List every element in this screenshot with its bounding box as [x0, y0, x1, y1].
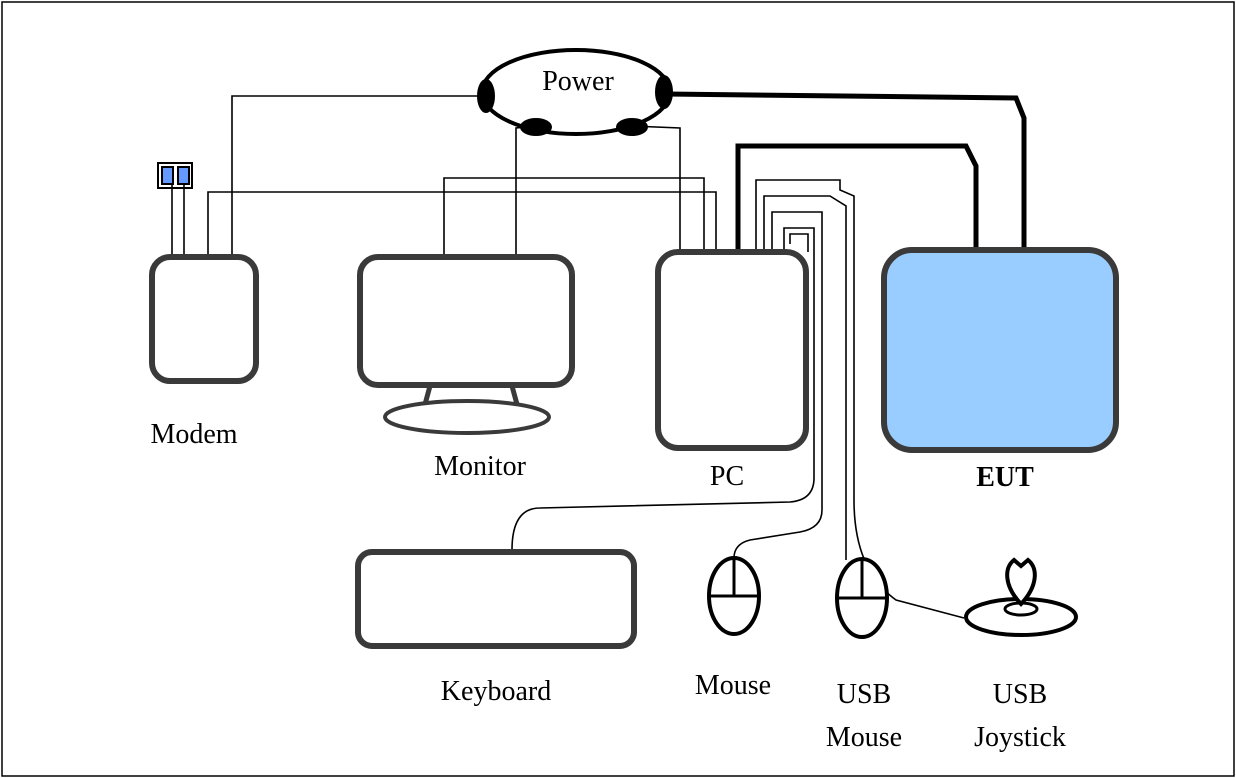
cable-pc-mouse: [733, 211, 823, 559]
monitor-screen: [357, 254, 575, 388]
usb-joystick-label-line2: Joystick: [974, 722, 1066, 753]
keyboard-box: [355, 549, 637, 649]
cable-pc-eut: [735, 143, 979, 252]
pc-label: PC: [710, 461, 744, 492]
power-plug-right: [655, 75, 673, 109]
eut-box: [881, 247, 1119, 453]
cable-monitor-pc: [443, 177, 705, 256]
power-plug-pc: [616, 118, 648, 136]
phone-jack-frame: [157, 162, 193, 189]
power-label: Power: [542, 66, 614, 97]
monitor-stand: [383, 399, 551, 435]
cable-power-pc: [631, 125, 681, 256]
phone-jack-2: [177, 166, 190, 185]
cable-pc-keyboard-loop: [789, 233, 809, 252]
modem-label: Modem: [150, 419, 237, 450]
pc-box: [655, 249, 809, 451]
cable-pc-keyboard: [511, 227, 815, 551]
cable-modem-pc: [207, 191, 717, 258]
eut-label: EUT: [976, 462, 1034, 493]
mouse-buttons: [709, 558, 759, 598]
power-plug-left: [477, 79, 495, 113]
keyboard-label: Keyboard: [441, 676, 551, 707]
usb-joystick-label-line1: USB: [993, 679, 1047, 710]
mouse-label: Mouse: [695, 670, 771, 701]
cable-power-modem: [231, 95, 484, 258]
usb-mouse-label-line2: Mouse: [826, 722, 902, 753]
usb-mouse-label-line1: USB: [837, 679, 891, 710]
power-plug-monitor: [520, 118, 552, 136]
usb-mouse-buttons: [837, 560, 887, 600]
modem-box: [149, 254, 259, 384]
cable-pc-usb-mouse: [763, 195, 847, 560]
cable-power-monitor: [515, 125, 537, 256]
cable-power-eut: [665, 91, 1027, 248]
phone-jack-1: [161, 166, 174, 185]
monitor-label: Monitor: [434, 451, 526, 482]
usb-joystick-stick: [1005, 557, 1037, 607]
